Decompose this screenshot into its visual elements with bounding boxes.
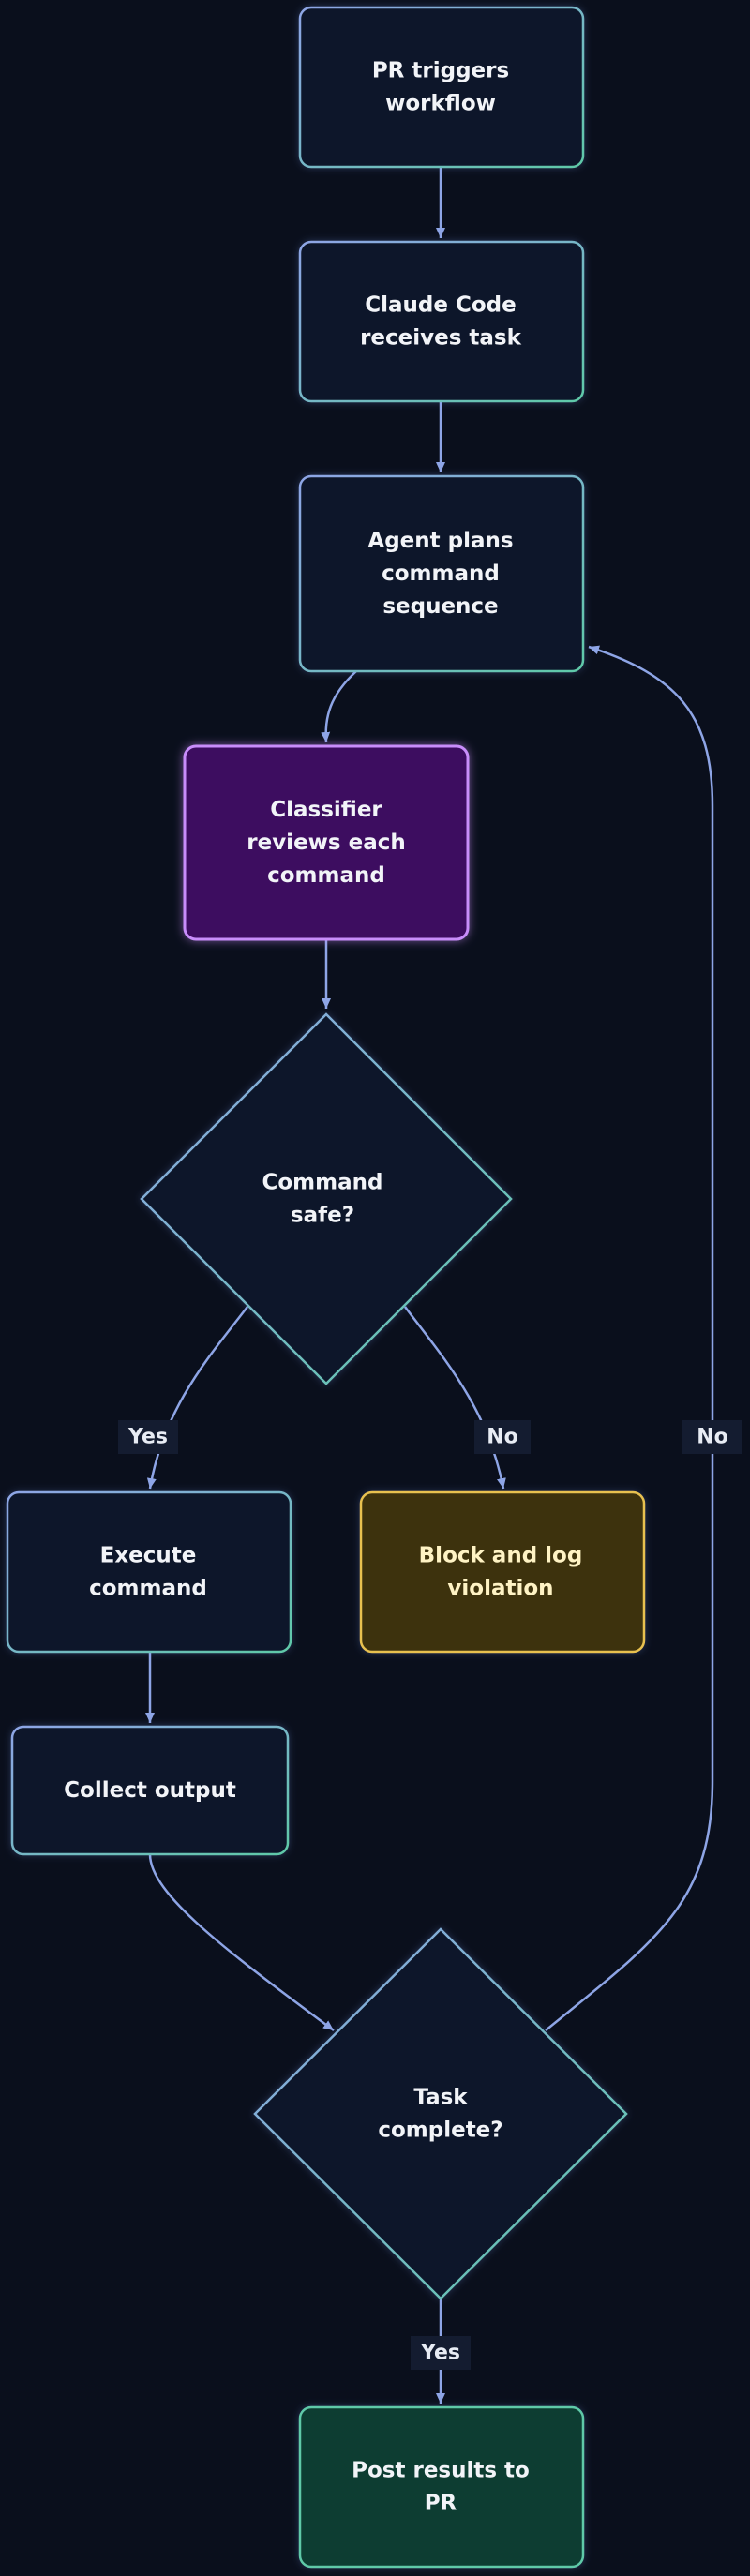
edge-label-safe-no-text: No — [487, 1426, 518, 1449]
edge-plan-to-classifier — [321, 670, 357, 743]
node-receives-task — [298, 240, 585, 403]
node-pr-triggers-label: PR triggers workflow — [372, 59, 509, 116]
node-block-label: Block and log violation — [419, 1544, 583, 1601]
node-post-results-label-line: Post results to — [352, 2459, 530, 2483]
edge-label-complete-no: No — [682, 1420, 742, 1454]
node-post-results-label-line: PR — [425, 2492, 458, 2516]
node-command-safe-label-line: safe? — [291, 1204, 354, 1228]
node-task-complete-label: Task complete? — [378, 2086, 502, 2143]
node-block-label-line: violation — [447, 1577, 553, 1601]
node-command-safe-label-line: Command — [262, 1171, 383, 1195]
node-receives-task-label-line: receives task — [360, 326, 522, 351]
node-task-complete-label-line: Task — [413, 2086, 468, 2110]
edge-collect-to-complete — [148, 1853, 335, 2032]
edges — [145, 167, 714, 2404]
node-agent-plans — [298, 474, 585, 673]
edge-complete-no-loop — [545, 645, 714, 2031]
node-post-results — [298, 2405, 585, 2569]
edge-label-complete-yes-text: Yes — [420, 2342, 460, 2365]
edge-label-safe-yes-bg — [118, 1420, 178, 1454]
edge-label-safe-yes-text: Yes — [128, 1426, 168, 1449]
edge-label-complete-yes-bg — [411, 2336, 471, 2370]
node-agent-plans-label-line: sequence — [382, 594, 498, 619]
node-collect — [10, 1725, 290, 1856]
nodes: PR triggers workflow Claude Code receives … — [6, 6, 646, 2569]
node-command-safe-label: Command safe? — [262, 1171, 383, 1228]
edge-safe-no — [403, 1306, 506, 1490]
node-agent-plans-label-line: Agent plans — [368, 529, 513, 553]
edge-label-complete-yes: Yes — [411, 2336, 471, 2370]
edge-labels: Yes No No Yes — [118, 1420, 742, 2370]
node-classifier — [183, 744, 470, 941]
edge-label-complete-no-bg — [682, 1420, 742, 1454]
node-execute-label-line: Execute — [100, 1544, 197, 1568]
node-execute-label-line: command — [89, 1577, 207, 1601]
node-classifier-label: Classifier reviews each command — [247, 798, 406, 888]
edge-label-complete-no-text: No — [697, 1426, 728, 1449]
node-execute-label: Execute command — [89, 1544, 207, 1601]
node-classifier-label-line: reviews each — [247, 831, 406, 855]
node-agent-plans-label: Agent plans command sequence — [368, 529, 513, 619]
edge-safe-yes — [146, 1306, 248, 1490]
node-execute — [6, 1490, 292, 1654]
node-classifier-label-line: Classifier — [270, 798, 382, 822]
edge-label-safe-yes: Yes — [118, 1420, 178, 1454]
edge-label-safe-no-bg — [474, 1420, 531, 1454]
node-pr-triggers-label-line: PR triggers — [372, 59, 509, 83]
node-task-complete — [253, 1927, 628, 2300]
node-pr-triggers-label-line: workflow — [385, 92, 496, 116]
node-block-label-line: Block and log — [419, 1544, 583, 1568]
node-receives-task-label: Claude Code receives task — [360, 293, 522, 351]
node-command-safe — [140, 1012, 513, 1385]
node-block — [359, 1490, 646, 1654]
node-task-complete-label-line: complete? — [378, 2119, 502, 2143]
node-pr-triggers — [298, 6, 585, 169]
node-post-results-label: Post results to PR — [352, 2459, 530, 2516]
node-classifier-label-line: command — [267, 863, 385, 888]
node-agent-plans-label-line: command — [382, 562, 500, 586]
node-collect-label-line: Collect output — [64, 1778, 236, 1803]
node-collect-label: Collect output — [64, 1778, 236, 1803]
node-receives-task-label-line: Claude Code — [365, 293, 516, 318]
edge-label-safe-no: No — [474, 1420, 531, 1454]
